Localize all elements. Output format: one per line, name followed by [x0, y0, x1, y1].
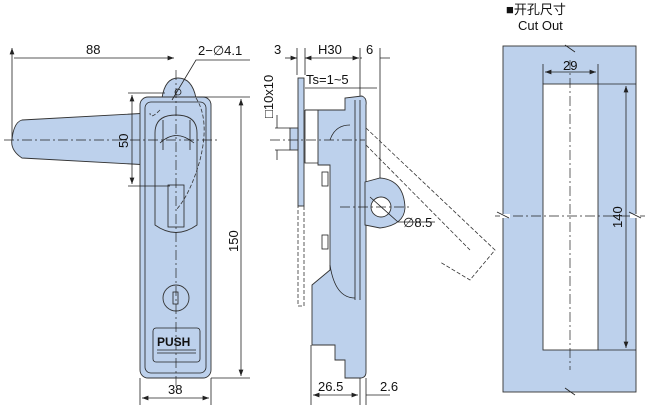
dim-ts: Ts=1~5	[306, 72, 349, 87]
dim-h30: H30	[318, 42, 342, 57]
cutout-title-en: Cut Out	[518, 18, 563, 33]
dim-square: □10x10	[261, 75, 276, 118]
lever	[11, 112, 151, 166]
dim-88: 88	[86, 42, 100, 57]
push-label: PUSH	[157, 335, 190, 349]
side-view: 3 H30 6 Ts=1~5 □10x10 ∅8.5 26.5 2.6	[261, 42, 496, 405]
dim-29: 29	[563, 58, 577, 73]
dim-3: 3	[274, 42, 281, 57]
cutout-title-cn: ■开孔尺寸	[506, 2, 566, 17]
dim-150: 150	[226, 230, 241, 252]
dim-26-5: 26.5	[318, 379, 343, 394]
dim-hole: ∅8.5	[403, 215, 432, 230]
dim-38: 38	[168, 382, 182, 397]
push-button	[152, 327, 201, 363]
dim-50: 50	[116, 134, 131, 148]
side-body	[305, 95, 367, 379]
dim-holes: 2−∅4.1	[198, 43, 242, 58]
front-view: PUSH 88 2−∅4.1 50 150 38	[4, 42, 250, 405]
dim-6: 6	[366, 42, 373, 57]
dim-2-6: 2.6	[380, 379, 398, 394]
cutout-opening	[542, 83, 599, 351]
cutout-view: ■开孔尺寸 Cut Out 29 140	[495, 2, 645, 396]
dim-140: 140	[610, 206, 625, 228]
